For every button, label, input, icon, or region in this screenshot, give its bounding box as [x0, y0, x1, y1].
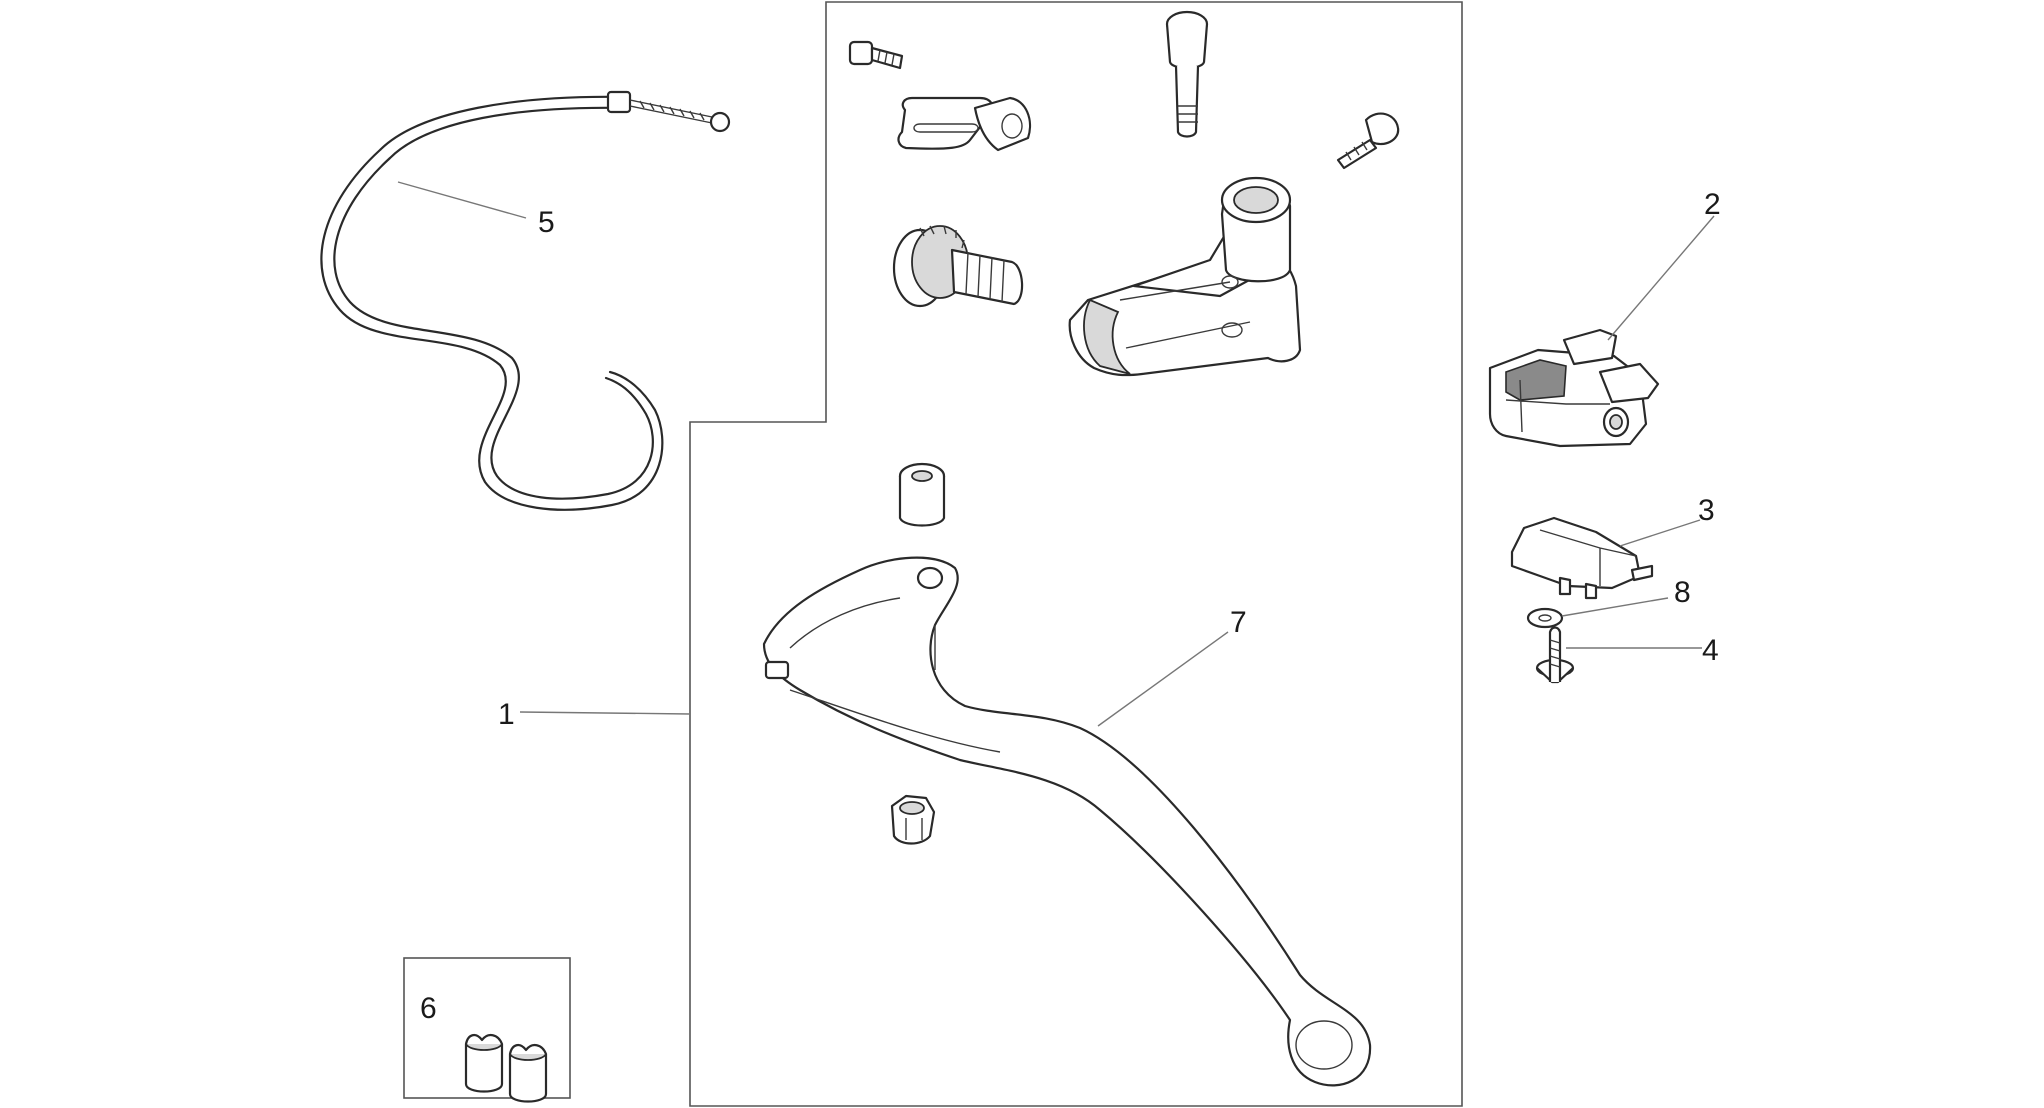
callout-8: 8 — [1674, 576, 1691, 609]
callout-5: 5 — [538, 206, 555, 239]
small-bolt — [848, 40, 904, 70]
switch-screw — [1535, 626, 1575, 684]
clutch-lever — [762, 556, 1372, 1087]
lever-nut — [890, 794, 936, 845]
leader-1 — [519, 711, 691, 715]
callout-2: 2 — [1704, 188, 1721, 221]
microswitch — [1510, 516, 1654, 600]
switch-housing — [1488, 328, 1660, 448]
callout-7: 7 — [1230, 606, 1247, 639]
assembly-frame — [689, 1, 1463, 1107]
pivot-pin — [1165, 10, 1209, 138]
adjuster-screw — [1336, 112, 1400, 170]
spacer-bushing — [898, 462, 946, 527]
clutch-cable — [320, 90, 731, 511]
lever-bracket — [1068, 176, 1302, 377]
leader-3 — [1619, 519, 1701, 547]
cable-adjuster — [892, 225, 1024, 308]
leader-7 — [1097, 631, 1229, 727]
leader-5 — [397, 181, 527, 219]
kit-frame — [403, 957, 571, 1099]
callout-4: 4 — [1702, 634, 1719, 667]
callout-3: 3 — [1698, 494, 1715, 527]
callout-6: 6 — [420, 992, 437, 1025]
leader-2 — [1607, 215, 1715, 341]
callout-1: 1 — [498, 698, 515, 731]
washer — [1526, 607, 1564, 629]
cable-clips — [464, 1034, 548, 1103]
leader-8 — [1561, 597, 1669, 617]
cable-clip — [897, 96, 1032, 152]
